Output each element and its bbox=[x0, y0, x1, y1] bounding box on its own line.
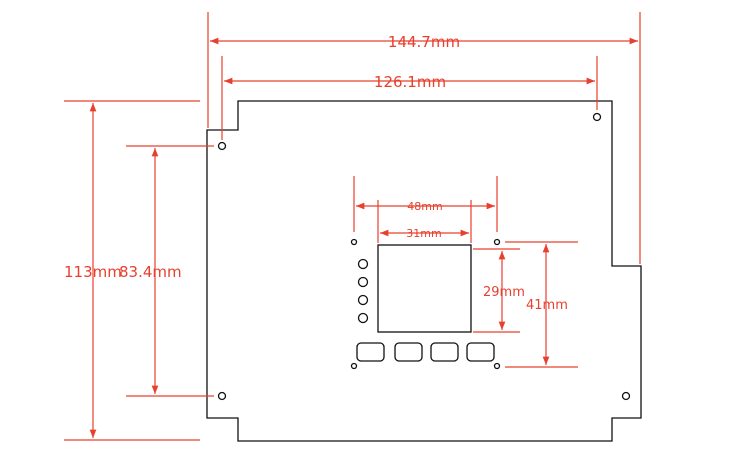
label-outer-width: 144.7mm bbox=[388, 33, 460, 51]
button-cutout-4 bbox=[466, 342, 495, 362]
led-hole-3 bbox=[357, 294, 369, 306]
board-outline bbox=[206, 100, 642, 442]
led-hole-2 bbox=[357, 276, 369, 288]
button-cutout-1 bbox=[356, 342, 385, 362]
led-hole-1 bbox=[357, 258, 369, 270]
led-hole-4 bbox=[357, 312, 369, 324]
label-window-inner-height: 29mm bbox=[483, 285, 525, 300]
label-hole-height: 83.4mm bbox=[119, 263, 182, 281]
display-hole-top-left bbox=[350, 238, 358, 246]
label-hole-width: 126.1mm bbox=[374, 73, 446, 91]
label-window-inner-width: 31mm bbox=[406, 227, 441, 240]
display-hole-bottom-left bbox=[350, 362, 358, 370]
mounting-hole-bottom-right bbox=[621, 391, 631, 401]
mounting-hole-bottom-left bbox=[217, 391, 227, 401]
display-window bbox=[377, 244, 472, 333]
mounting-hole-top-right bbox=[592, 112, 602, 122]
button-cutout-2 bbox=[394, 342, 423, 362]
display-hole-bottom-right bbox=[493, 362, 501, 370]
label-window-outer-height: 41mm bbox=[526, 298, 568, 313]
mounting-hole-top-left bbox=[217, 141, 227, 151]
display-hole-top-right bbox=[493, 238, 501, 246]
label-window-outer-width: 48mm bbox=[407, 200, 442, 213]
label-outer-height: 113mm bbox=[64, 263, 122, 281]
button-cutout-3 bbox=[430, 342, 459, 362]
